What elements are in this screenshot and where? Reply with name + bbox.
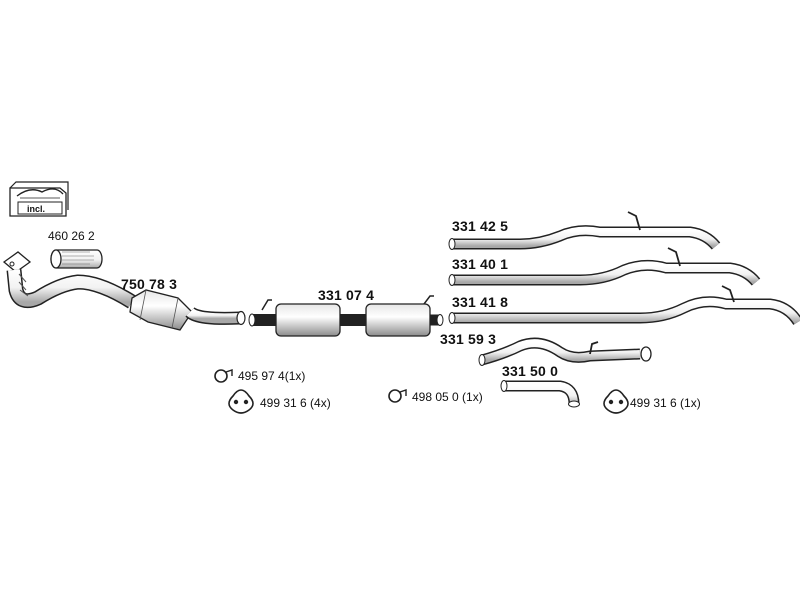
clamp-1-label: 495 97 4(1x) (238, 369, 306, 383)
tail-pipe-b-part-number: 331 40 1 (452, 256, 509, 272)
flex-gasket-part (50, 249, 103, 269)
pipe-bend-part (500, 380, 580, 408)
tail-pipe-a-part-number: 331 42 5 (452, 218, 509, 234)
rubber-mount-2-icon (603, 389, 629, 414)
tail-pipe-d-part (478, 337, 652, 366)
gasket-part-number: 460 26 2 (48, 229, 95, 243)
kit-incl-label: incl. (27, 204, 46, 214)
middle-silencer-part (248, 295, 444, 337)
rubber-mount-2-label: 499 31 6 (1x) (630, 396, 701, 410)
middle-silencer-part-number: 331 07 4 (318, 287, 375, 303)
rubber-mount-1-icon (228, 389, 254, 414)
tail-pipe-c-part (448, 285, 800, 326)
tail-pipe-a-part (448, 211, 721, 250)
clamp-2-label: 498 05 0 (1x) (412, 390, 483, 404)
tail-pipe-b-part (448, 247, 761, 286)
rubber-mount-1-label: 499 31 6 (4x) (260, 396, 331, 410)
clamp-1-icon (214, 369, 233, 383)
tail-pipe-d-part-number: 331 59 3 (440, 331, 497, 347)
pipe-bend-part-number: 331 50 0 (502, 363, 559, 379)
clamp-2-icon (388, 389, 407, 403)
installation-kit-box (9, 181, 69, 217)
catalytic-converter-part-number: 750 78 3 (121, 276, 178, 292)
tail-pipe-c-part-number: 331 41 8 (452, 294, 509, 310)
catalytic-converter-part (2, 251, 246, 331)
